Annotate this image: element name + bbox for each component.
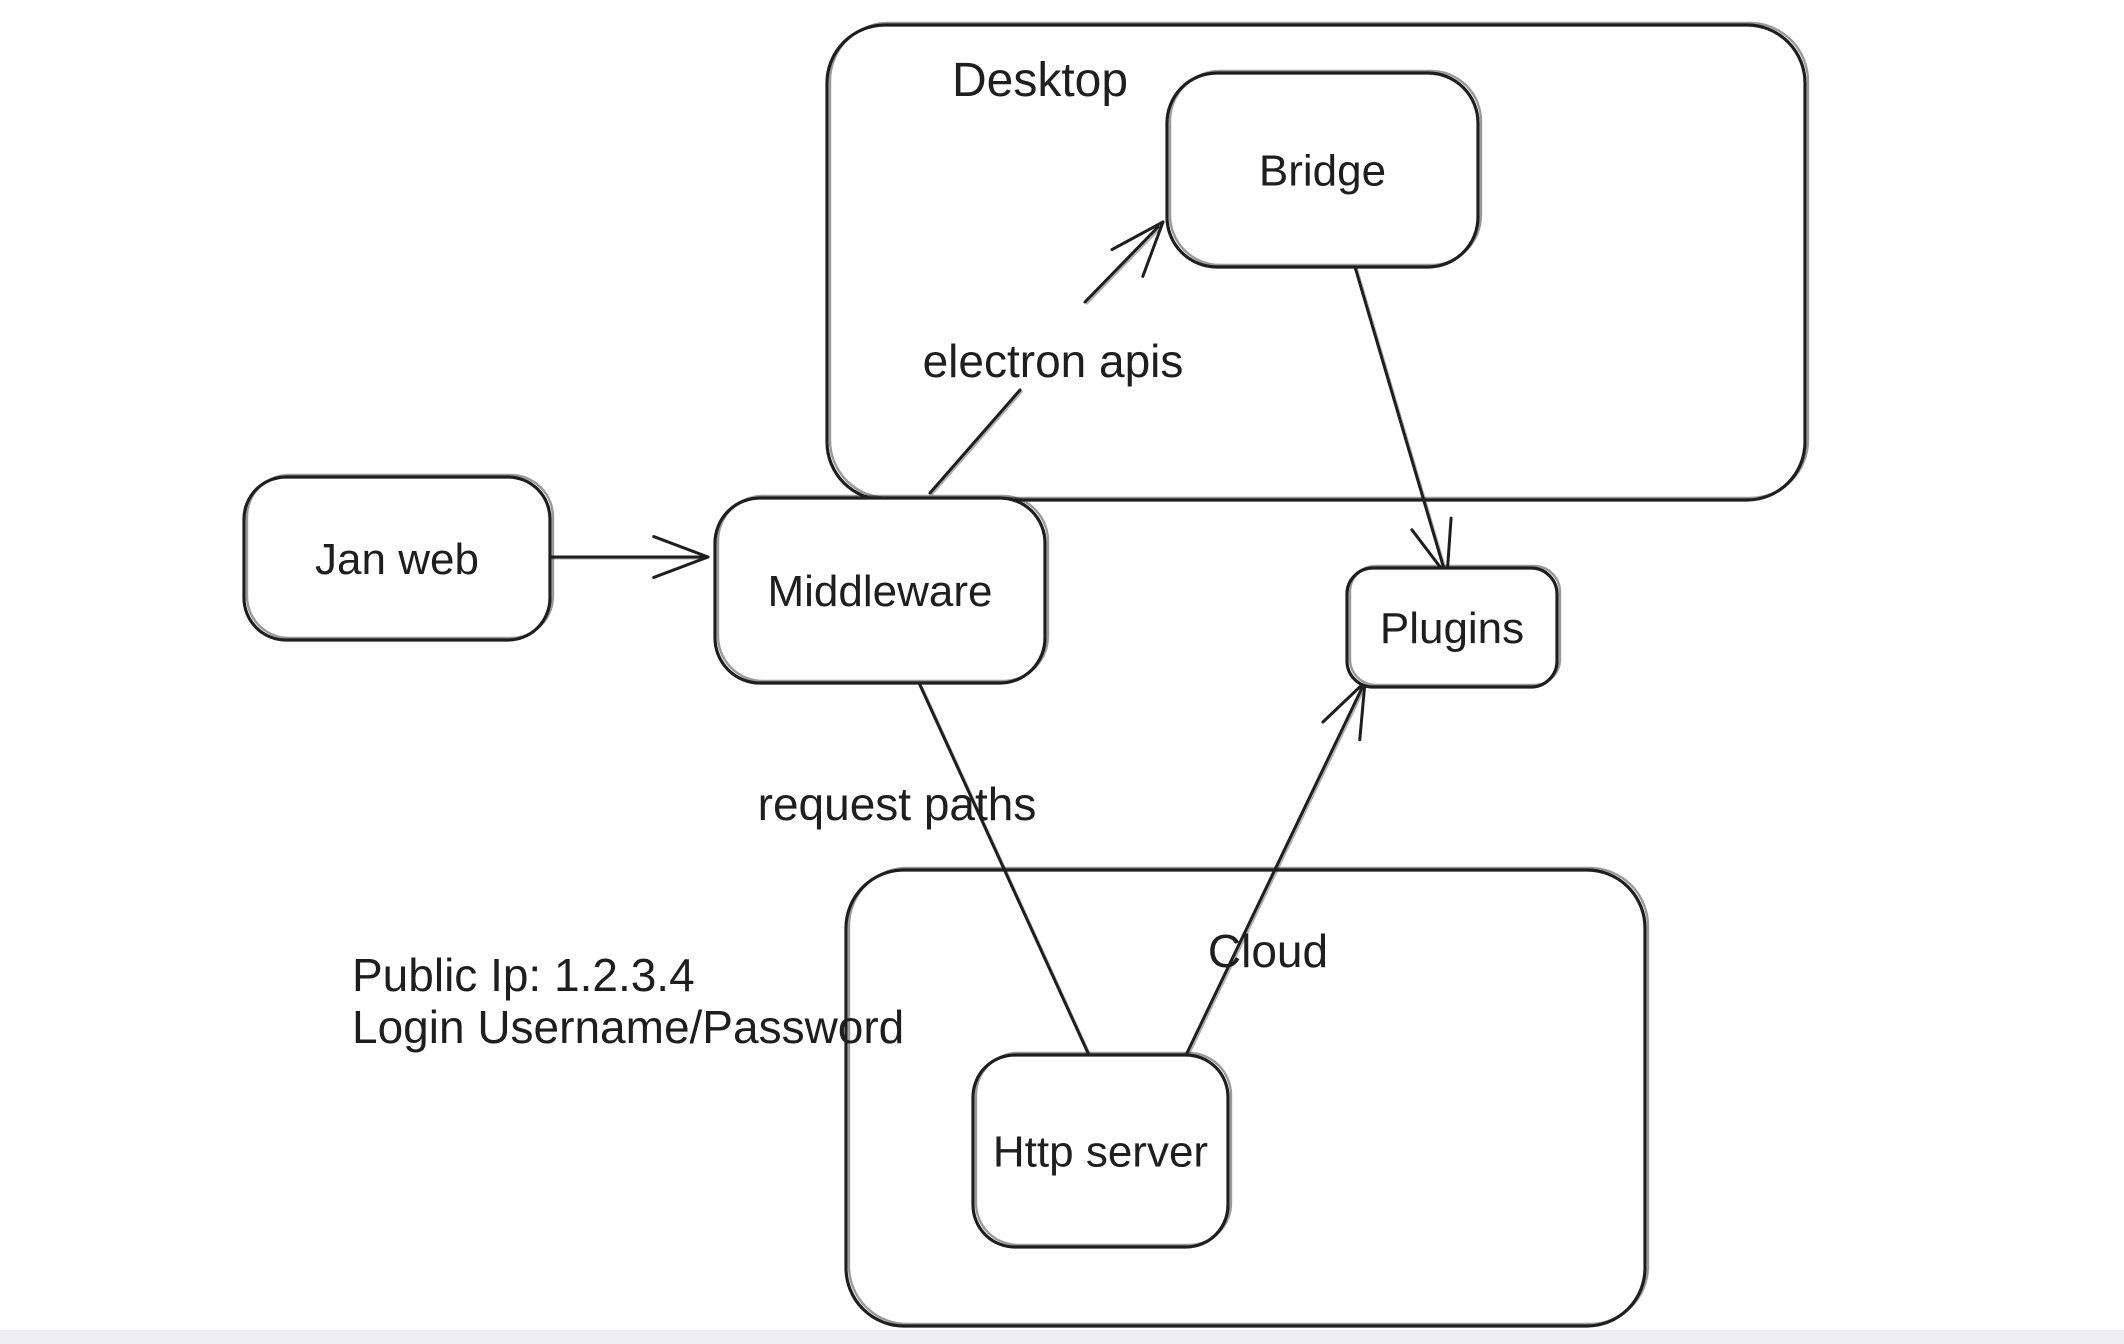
node-label-plugins[interactable]: Plugins bbox=[1380, 604, 1524, 653]
edge-jan-web-to-middleware[interactable] bbox=[548, 535, 710, 579]
edge-http-server-to-plugins[interactable] bbox=[1185, 680, 1367, 1056]
edge-label-middleware-to-bridge[interactable]: electron apis bbox=[923, 335, 1184, 387]
note-login[interactable]: Login Username/Password bbox=[352, 1001, 904, 1053]
node-label-bridge[interactable]: Bridge bbox=[1259, 146, 1386, 195]
edge-middleware-to-http-server[interactable] bbox=[918, 683, 1091, 1056]
node-label-jan-web[interactable]: Jan web bbox=[315, 535, 479, 584]
arrowhead-jan-web-to-middleware bbox=[652, 535, 710, 559]
node-label-middleware[interactable]: Middleware bbox=[768, 567, 993, 616]
node-bridge[interactable]: Bridge bbox=[1165, 69, 1483, 269]
arrowhead-bridge-to-plugins bbox=[1445, 516, 1453, 578]
container-label-desktop[interactable]: Desktop bbox=[952, 54, 1128, 107]
arrowhead-middleware-to-bridge bbox=[1141, 220, 1165, 278]
node-middleware[interactable]: Middleware bbox=[713, 494, 1050, 685]
node-http-server[interactable]: Http server bbox=[971, 1051, 1233, 1249]
bottom-edge-strip bbox=[0, 1330, 2124, 1344]
edge-label-middleware-to-http-server[interactable]: request paths bbox=[758, 778, 1037, 830]
arrowhead-http-server-to-plugins bbox=[1321, 680, 1367, 724]
note-public-ip[interactable]: Public Ip: 1.2.3.4 bbox=[352, 949, 695, 1001]
node-label-http-server[interactable]: Http server bbox=[993, 1127, 1208, 1176]
node-jan-web[interactable]: Jan web bbox=[242, 473, 555, 642]
layer-edges bbox=[548, 220, 1453, 1056]
arrowhead-middleware-to-bridge bbox=[1110, 220, 1165, 252]
arrowhead-http-server-to-plugins bbox=[1358, 680, 1367, 742]
node-plugins[interactable]: Plugins bbox=[1345, 564, 1562, 689]
arrowhead-jan-web-to-middleware bbox=[652, 555, 710, 579]
edge-middleware-to-bridge[interactable] bbox=[928, 220, 1165, 496]
